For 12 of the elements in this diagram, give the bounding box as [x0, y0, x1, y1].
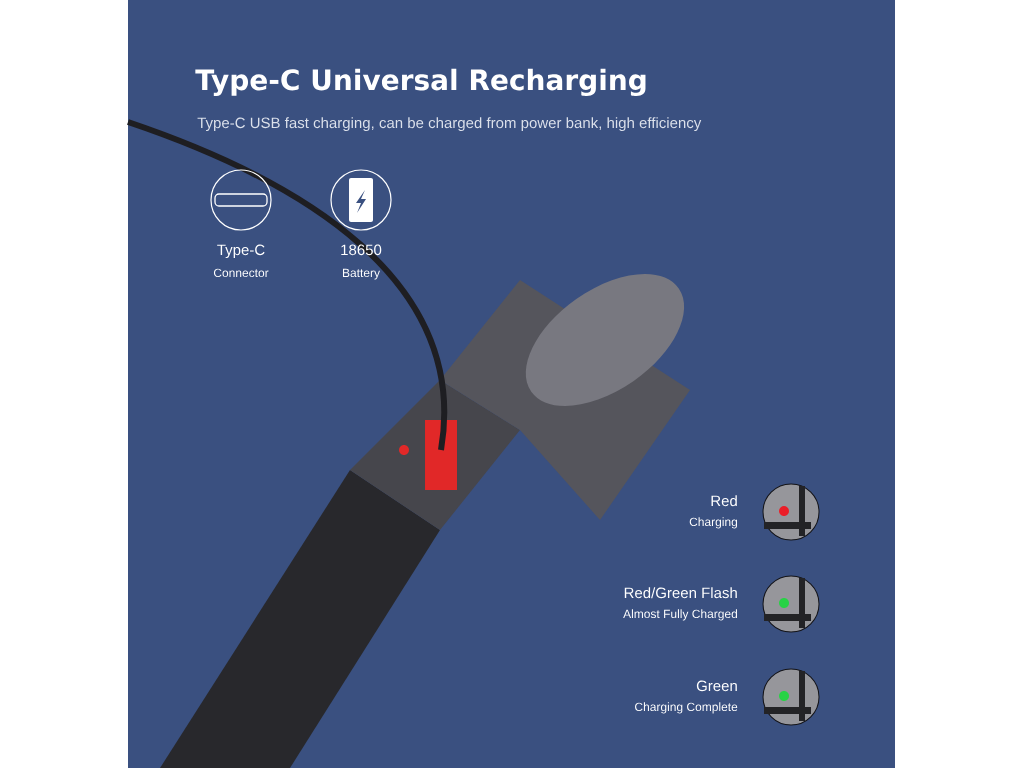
status-label: Red: [711, 495, 737, 507]
status-caption: Almost Fully Charged: [623, 609, 737, 621]
icon-label: Type-C: [217, 244, 265, 259]
icon-caption: Connector: [213, 268, 269, 278]
subtitle: Type-C USB fast charging, can be charged from power bank, high efficiency: [197, 117, 702, 132]
status-label: Red/Green Flash: [624, 587, 737, 599]
status-label: Green: [696, 680, 737, 692]
status-caption: Charging: [689, 517, 737, 529]
icon-caption: Battery: [343, 268, 380, 280]
title: Type-C Universal Recharging: [195, 68, 646, 97]
icon-label: 18650: [341, 244, 382, 256]
status-caption: Charging Complete: [635, 702, 738, 714]
